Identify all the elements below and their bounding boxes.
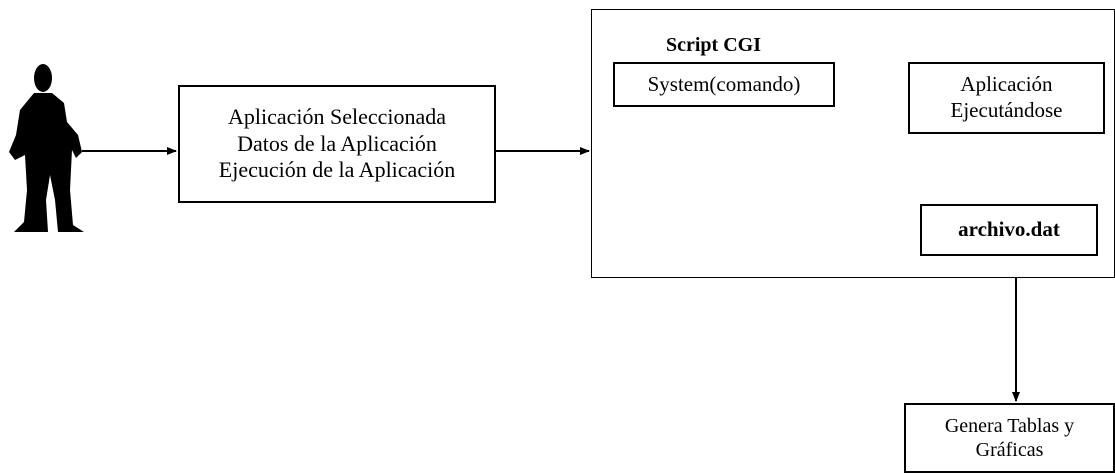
app-line-execution: Ejecución de la Aplicación (218, 157, 456, 183)
output-line-1: Genera Tablas y (944, 414, 1075, 437)
running-line-2: Ejecutándose (950, 98, 1063, 122)
data-file-box: archivo.dat (920, 204, 1098, 256)
app-selection-box: Aplicación Seleccionada Datos de la Apli… (178, 85, 496, 203)
data-file-label: archivo.dat (958, 217, 1060, 242)
person-silhouette-icon (9, 64, 84, 232)
output-tables-box: Genera Tablas y Gráficas (904, 403, 1115, 473)
app-line-data: Datos de la Aplicación (237, 130, 437, 156)
system-command-box: System(comando) (613, 62, 835, 107)
system-command-label: System(comando) (647, 71, 801, 96)
running-line-1: Aplicación (960, 72, 1053, 97)
output-line-2: Gráficas (975, 439, 1044, 461)
application-running-box: Aplicación Ejecutándose (908, 62, 1105, 134)
app-line-selected: Aplicación Seleccionada (227, 103, 447, 129)
cgi-script-title: Script CGI (666, 34, 761, 56)
